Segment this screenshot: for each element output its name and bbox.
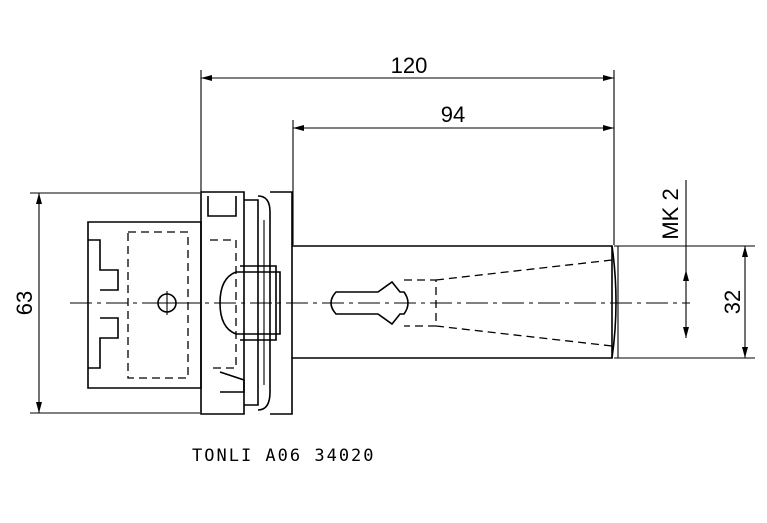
taper-diameter-label: 32 [720, 290, 745, 314]
overall-length-label: 120 [391, 53, 428, 78]
taper-spec-label: MK 2 [658, 188, 683, 239]
dimension-flange-diameter: 63 [12, 192, 200, 414]
dimension-taper-diameter: 32 [614, 245, 755, 359]
dimension-taper-spec: MK 2 [658, 180, 689, 338]
flange-diameter-label: 63 [12, 291, 37, 315]
part-number-caption: TONLI A06 34020 [192, 446, 376, 466]
dimension-overall-length: 120 [200, 53, 615, 245]
tool-holder-body [70, 191, 690, 415]
shank-length-label: 94 [441, 102, 465, 127]
dimension-shank-length: 94 [292, 102, 614, 245]
